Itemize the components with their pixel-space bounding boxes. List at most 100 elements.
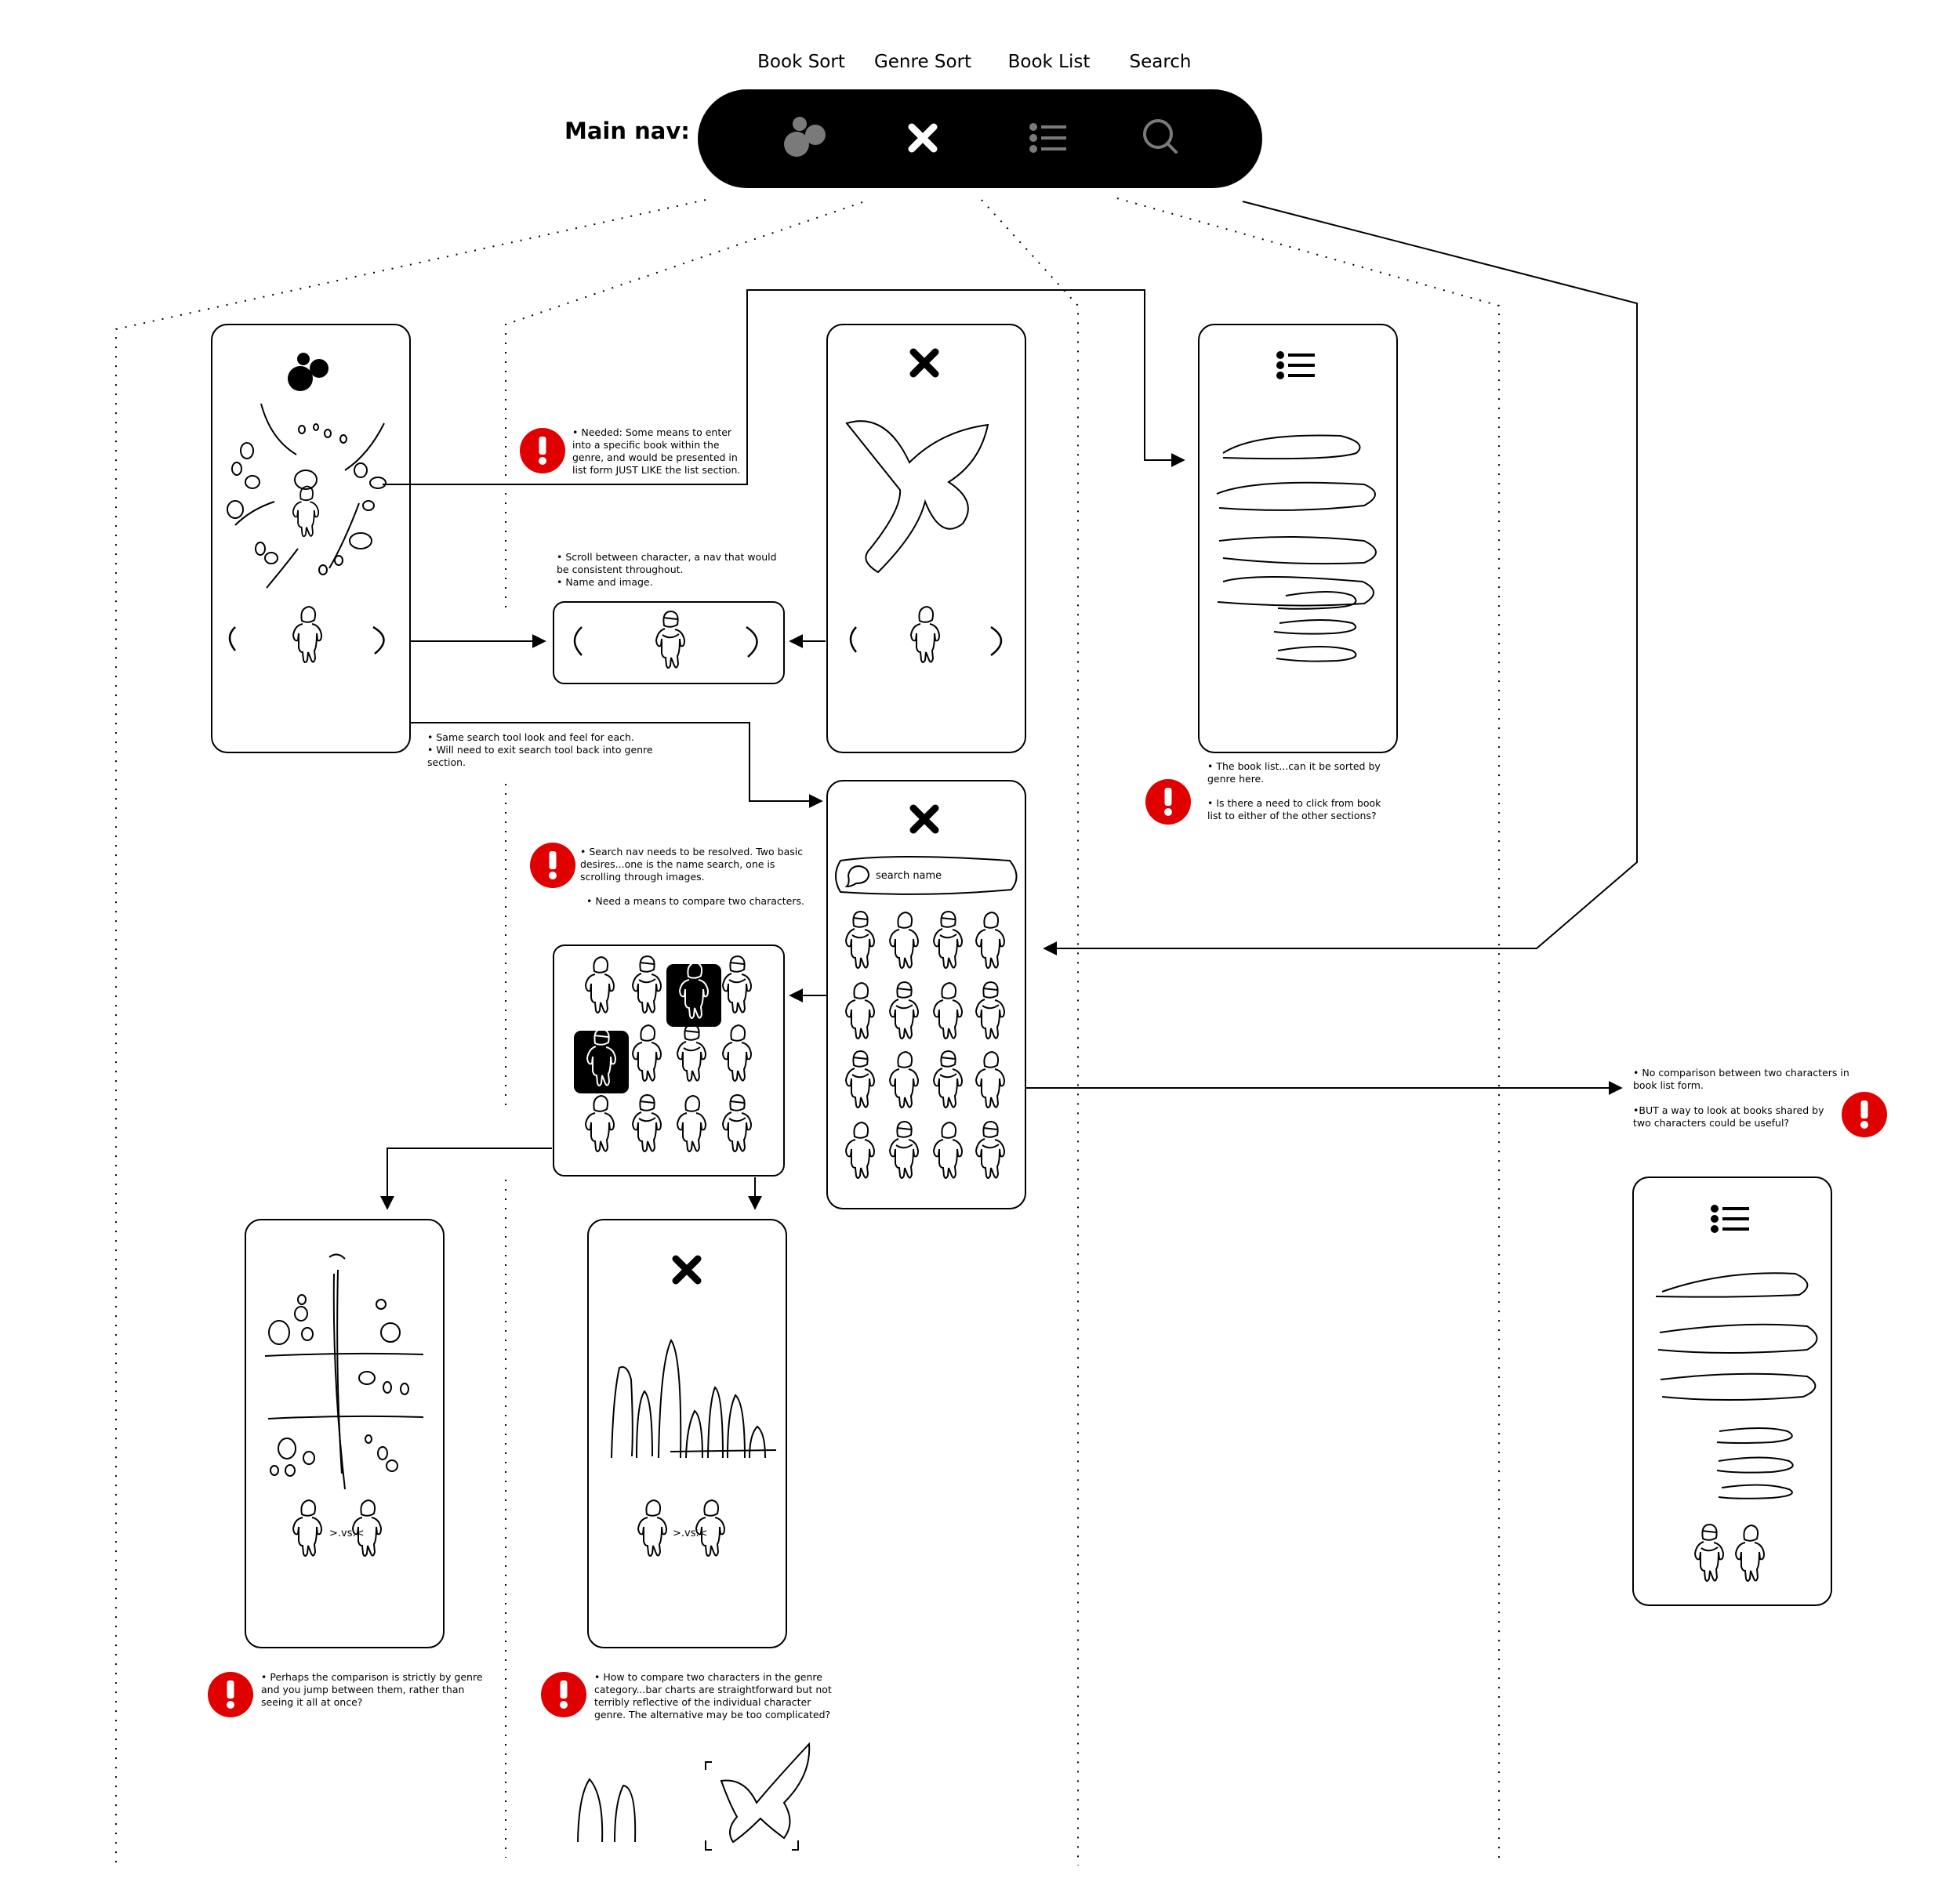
search-icon — [1143, 119, 1178, 154]
character-figure — [292, 606, 322, 663]
chevron-left-icon[interactable] — [228, 626, 236, 651]
alert-icon — [530, 843, 575, 888]
chevron-left-icon[interactable] — [849, 626, 857, 653]
nav-tab-book-sort[interactable] — [784, 117, 826, 157]
character-figure — [292, 1499, 322, 1557]
character-figure[interactable] — [975, 912, 1005, 969]
note-compare-need: • Need a means to compare two characters… — [586, 895, 804, 907]
x-icon — [908, 123, 938, 153]
note-book-list-click: • Is there a need to click from book lis… — [1207, 797, 1381, 821]
character-compare-select-panel — [553, 944, 785, 1177]
character-figure[interactable] — [933, 982, 963, 1039]
character-figure[interactable] — [722, 1094, 752, 1152]
character-grid — [845, 911, 1005, 1179]
phone-search — [826, 780, 1026, 1209]
nav-tab-search[interactable] — [1143, 119, 1178, 154]
note-compare-genre: • Perhaps the comparison is strictly by … — [261, 1671, 483, 1708]
character-figure[interactable] — [585, 956, 615, 1013]
nav-label-genre-sort[interactable]: Genre Sort — [873, 52, 972, 72]
character-figure[interactable] — [975, 981, 1005, 1039]
phone-genre-comparison: >.vs.< — [587, 1219, 787, 1648]
comparison-quadrant-sketch — [264, 1253, 424, 1490]
list-icon — [1029, 123, 1066, 153]
note-scroll-nav: • Scroll between character, a nav that w… — [557, 551, 777, 588]
character-figure[interactable] — [889, 1121, 919, 1179]
character-figure[interactable] — [975, 1121, 1005, 1179]
character-figure[interactable] — [722, 1024, 752, 1082]
list-icon — [1711, 1205, 1749, 1233]
note-shared-books: •BUT a way to look at books shared by tw… — [1633, 1104, 1824, 1129]
nav-label-book-sort[interactable]: Book Sort — [757, 52, 845, 72]
character-figure[interactable] — [632, 955, 662, 1013]
alert-icon — [1145, 779, 1191, 825]
character-figure — [1735, 1525, 1765, 1582]
phone-book-sort — [211, 324, 411, 753]
character-figure[interactable] — [845, 1050, 875, 1108]
x-icon — [913, 808, 935, 830]
character-figure[interactable] — [845, 982, 875, 1039]
bubbles-icon — [288, 353, 328, 391]
character-figure[interactable] — [677, 1024, 706, 1082]
genre-x-sketch — [845, 420, 989, 574]
dotted-guides — [115, 198, 1500, 1865]
character-figure[interactable] — [889, 981, 919, 1039]
alt-chart-sketch — [577, 1778, 637, 1843]
x-icon — [913, 352, 935, 374]
character-figure[interactable] — [632, 1024, 662, 1082]
x-icon — [676, 1259, 698, 1281]
main-nav-bar — [698, 89, 1262, 188]
vs-mark: >.vs.< — [329, 1528, 365, 1539]
character-scroll-nav — [553, 601, 785, 684]
book-list-sketch — [1655, 1272, 1818, 1499]
note-search-nav: • Search nav needs to be resolved. Two b… — [580, 846, 804, 883]
phone-genre-sort — [826, 324, 1026, 753]
book-cluster-sketch — [227, 403, 387, 589]
connectors — [380, 201, 1638, 1210]
vs-mark: >.vs.< — [673, 1528, 708, 1539]
phone-book-list-shared — [1632, 1177, 1832, 1606]
character-figure[interactable] — [933, 911, 963, 969]
search-input[interactable] — [835, 856, 1018, 895]
main-nav-title: Main nav: — [564, 118, 690, 144]
character-figure — [1694, 1524, 1724, 1582]
phone-book-list — [1198, 324, 1398, 753]
list-icon — [1276, 351, 1315, 379]
character-figure[interactable] — [889, 1051, 919, 1108]
note-bar-charts: • How to compare two characters in the g… — [594, 1671, 832, 1720]
alert-icon — [208, 1672, 253, 1717]
character-figure[interactable] — [845, 911, 875, 969]
character-figure[interactable] — [933, 1122, 963, 1179]
character-figure[interactable] — [632, 1094, 662, 1152]
bar-chart-sketch — [611, 1339, 777, 1459]
character-figure[interactable] — [975, 1051, 1005, 1108]
chevron-right-icon[interactable] — [372, 625, 385, 654]
character-figure[interactable] — [722, 955, 752, 1013]
search-icon — [844, 865, 870, 888]
chevron-right-icon[interactable] — [990, 625, 1003, 657]
nav-tab-book-list[interactable] — [1029, 123, 1066, 153]
alert-icon — [541, 1672, 586, 1717]
nav-label-search[interactable]: Search — [1129, 52, 1192, 72]
character-figure[interactable] — [845, 1122, 875, 1179]
character-figure[interactable] — [677, 1095, 706, 1152]
character-figure[interactable] — [585, 1095, 615, 1152]
book-list-sketch — [1216, 434, 1377, 662]
character-figure — [655, 611, 685, 669]
bubbles-icon — [784, 117, 826, 157]
selected-character-figure[interactable] — [678, 961, 710, 1019]
note-book-list-sort: • The book list...can it be sorted by ge… — [1207, 760, 1381, 785]
nav-tab-genre-sort[interactable] — [908, 123, 938, 153]
selected-character-figure[interactable] — [586, 1028, 617, 1086]
search-input-placeholder[interactable]: search name — [876, 870, 942, 882]
chevron-right-icon[interactable] — [746, 625, 758, 658]
character-figure[interactable] — [933, 1050, 963, 1108]
alt-genre-x-sketch — [705, 1742, 811, 1851]
character-figure[interactable] — [889, 912, 919, 969]
nav-label-book-list[interactable]: Book List — [1007, 52, 1091, 72]
character-figure — [637, 1499, 667, 1557]
character-figure — [910, 606, 940, 663]
chevron-left-icon[interactable] — [573, 626, 583, 656]
note-search-tool: • Same search tool look and feel for eac… — [427, 731, 653, 768]
note-no-comparison: • No comparison between two characters i… — [1633, 1067, 1849, 1091]
